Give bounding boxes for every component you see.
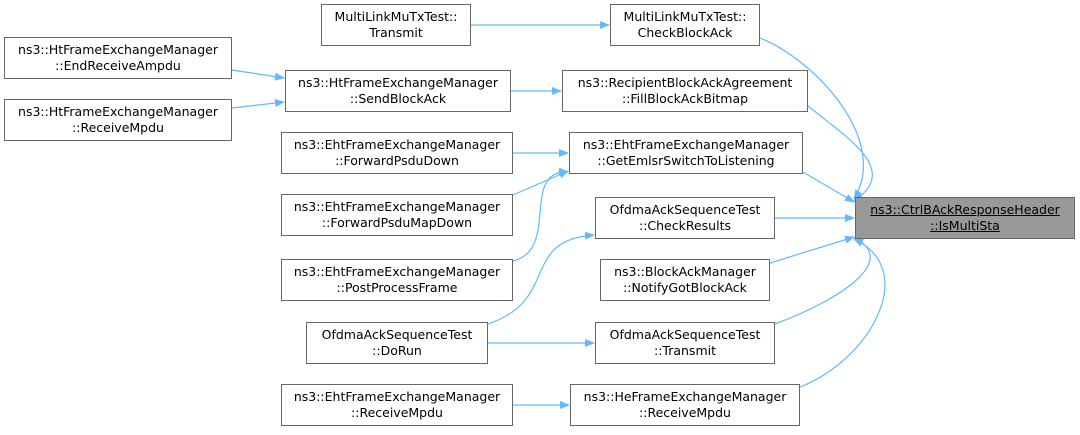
node-label-line: ::GetEmlsrSwitchToListening	[597, 153, 775, 168]
function-node-doRun[interactable]: OfdmaAckSequenceTest::DoRun	[306, 322, 488, 364]
function-node-checkResults[interactable]: OfdmaAckSequenceTest::CheckResults	[595, 197, 775, 239]
call-edge-heReceiveMpdu-to-root	[799, 238, 886, 388]
node-label-line: Transmit	[369, 25, 423, 40]
node-label-line: ns3::CtrlBAckResponseHeader	[870, 202, 1060, 217]
node-label-line: ns3::HeFrameExchangeManager	[583, 389, 787, 404]
node-label-line: MultiLinkMuTxTest::	[623, 9, 747, 24]
node-label-line: ::SendBlockAck	[349, 91, 447, 106]
node-label-line: OfdmaAckSequenceTest	[609, 327, 761, 342]
node-label-line: ns3::BlockAckManager	[614, 264, 756, 279]
call-edge-notifyGotBlockAck-to-root	[769, 235, 855, 264]
node-label-line: CheckBlockAck	[637, 25, 733, 40]
call-edge-postProcess-to-getEmlsr	[512, 167, 569, 262]
node-label-line: ::CheckResults	[638, 218, 731, 233]
function-node-heReceiveMpdu[interactable]: ns3::HeFrameExchangeManager::ReceiveMpdu	[570, 384, 800, 426]
function-node-notifyGotBlockAck[interactable]: ns3::BlockAckManager::NotifyGotBlockAck	[600, 259, 770, 301]
node-label-line: ::ForwardPsduMapDown	[321, 215, 473, 230]
node-label-line: ::NotifyGotBlockAck	[623, 280, 747, 295]
call-edge-transmitOfdma-to-root	[774, 237, 871, 325]
node-label-line: ns3::RecipientBlockAckAgreement	[577, 75, 793, 90]
call-edge-getEmlsr-to-root	[802, 171, 855, 203]
function-node-getEmlsr[interactable]: ns3::EhtFrameExchangeManager::GetEmlsrSw…	[569, 132, 803, 174]
node-label-line: ns3::HtFrameExchangeManager	[18, 104, 218, 119]
node-label-line: ns3::EhtFrameExchangeManager	[293, 137, 501, 152]
call-edge-fillBitmap-to-root	[807, 105, 873, 202]
root-function-node[interactable]: ns3::CtrlBAckResponseHeader::IsMultiSta	[855, 197, 1075, 239]
node-label-line: ::ReceiveMpdu	[639, 405, 731, 420]
function-node-fwdPsduDown[interactable]: ns3::EhtFrameExchangeManager::ForwardPsd…	[281, 132, 513, 174]
node-label-line: ::ReceiveMpdu	[72, 120, 164, 135]
call-edge-htReceiveMpdu-to-sendBlockAck	[231, 99, 285, 109]
call-edge-endReceiveAmpdu-to-sendBlockAck	[231, 69, 285, 81]
function-node-checkBlockAck[interactable]: MultiLinkMuTxTest::CheckBlockAck	[610, 4, 760, 46]
function-node-ehtReceiveMpdu[interactable]: ns3::EhtFrameExchangeManager::ReceiveMpd…	[281, 384, 513, 426]
function-node-fwdPsduMapDown[interactable]: ns3::EhtFrameExchangeManager::ForwardPsd…	[281, 194, 513, 236]
call-edge-checkBlockAck-to-root	[759, 37, 865, 200]
call-edge-fwdPsduMapDown-to-getEmlsr	[512, 170, 569, 196]
node-label-line: ::FillBlockAckBitmap	[621, 91, 749, 106]
node-label-line: ::DoRun	[372, 343, 422, 358]
node-label-line: ::ReceiveMpdu	[351, 405, 443, 420]
node-label-line: MultiLinkMuTxTest::	[334, 9, 458, 24]
node-label-line: ::PostProcessFrame	[336, 280, 458, 295]
node-label-line: OfdmaAckSequenceTest	[609, 202, 761, 217]
node-label-line: ns3::EhtFrameExchangeManager	[293, 264, 501, 279]
node-label-line: ns3::EhtFrameExchangeManager	[582, 137, 790, 152]
node-label-line: ::Transmit	[653, 343, 716, 358]
node-label-line: ns3::HtFrameExchangeManager	[298, 75, 498, 90]
node-label-line: ::EndReceiveAmpdu	[55, 58, 181, 73]
node-label-line: ns3::EhtFrameExchangeManager	[293, 389, 501, 404]
function-node-htReceiveMpdu[interactable]: ns3::HtFrameExchangeManager::ReceiveMpdu	[4, 99, 232, 141]
function-node-transmitOfdma[interactable]: OfdmaAckSequenceTest::Transmit	[595, 322, 775, 364]
function-node-postProcess[interactable]: ns3::EhtFrameExchangeManager::PostProces…	[281, 259, 513, 301]
node-label-line: ns3::EhtFrameExchangeManager	[293, 199, 501, 214]
call-edge-doRun-to-checkResults	[487, 231, 595, 325]
function-node-sendBlockAck[interactable]: ns3::HtFrameExchangeManager::SendBlockAc…	[285, 70, 511, 112]
function-node-fillBitmap[interactable]: ns3::RecipientBlockAckAgreement::FillBlo…	[562, 70, 808, 112]
node-label-line: ns3::HtFrameExchangeManager	[18, 42, 218, 57]
node-label-line: ::IsMultiSta	[930, 218, 1000, 233]
function-node-endReceiveAmpdu[interactable]: ns3::HtFrameExchangeManager::EndReceiveA…	[4, 37, 232, 79]
function-node-transmitMl[interactable]: MultiLinkMuTxTest::Transmit	[321, 4, 471, 46]
node-label-line: OfdmaAckSequenceTest	[321, 327, 473, 342]
node-label-line: ::ForwardPsduDown	[335, 153, 459, 168]
